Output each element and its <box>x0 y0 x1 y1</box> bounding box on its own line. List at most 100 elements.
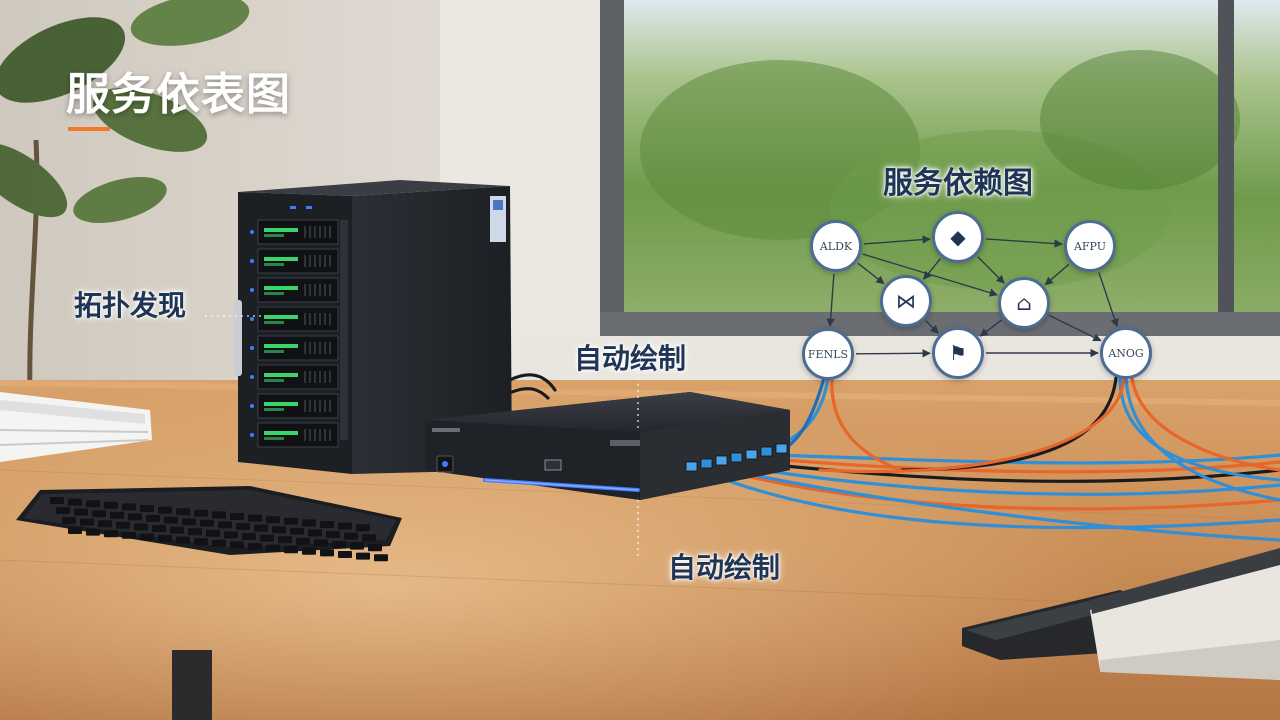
switch-port <box>715 455 728 466</box>
drive-bay <box>250 422 339 448</box>
keyboard-key <box>230 541 244 549</box>
keyboard-key <box>128 513 142 521</box>
dependency-graph-title: 服务依赖图 <box>883 166 1033 201</box>
network-cable <box>698 468 1280 530</box>
switch-port <box>760 446 773 457</box>
keyboard-key <box>182 518 196 526</box>
drive-bay <box>250 335 339 361</box>
network-cable <box>773 453 1280 465</box>
network-cables <box>508 373 1280 542</box>
network-cable <box>1124 376 1280 502</box>
keyboard-key <box>326 531 340 538</box>
keyboard-key <box>86 500 100 508</box>
switch-port <box>700 458 713 469</box>
book <box>1090 548 1280 680</box>
keyboard-key <box>158 506 172 514</box>
switch-port <box>775 443 788 454</box>
keyboard-key <box>374 554 388 562</box>
keyboard-key <box>320 521 334 528</box>
keyboard-key <box>74 508 88 516</box>
keyboard-key <box>302 519 316 527</box>
keyboard-key <box>68 527 82 534</box>
keyboard-key <box>140 533 154 541</box>
flag-icon: ⚑ <box>949 341 967 365</box>
graph-node-fenls: FENLS <box>802 328 854 380</box>
keyboard-key <box>266 516 280 524</box>
graph-node-anog: ANOG <box>1100 327 1152 379</box>
keyboard-key <box>314 539 328 547</box>
network-cable <box>818 376 1126 474</box>
drive-bay <box>250 393 339 419</box>
keyboard-key <box>290 527 304 535</box>
keyboard-key <box>176 536 190 544</box>
keyboard-key <box>146 515 160 522</box>
callout-auto-draw-lower: 自动绘制 <box>668 551 781 584</box>
switch-port <box>730 452 743 463</box>
drive-bay <box>250 277 339 303</box>
keyboard-key <box>248 514 262 522</box>
keyboard-key <box>104 501 118 509</box>
graph-edge <box>826 273 835 327</box>
keyboard-key <box>212 511 226 519</box>
keyboard-key <box>362 534 376 542</box>
keyboard-key <box>278 536 292 544</box>
paper-stack <box>0 392 152 462</box>
keyboard-key <box>338 551 352 558</box>
keyboard-key <box>122 531 136 539</box>
keyboard-key <box>188 528 202 536</box>
slide-title: 服务依表图 <box>66 69 291 120</box>
graph-edge <box>1048 314 1102 342</box>
keyboard-keys <box>50 497 388 562</box>
keyboard-key <box>254 524 268 532</box>
graph-node-pin: ◆ <box>932 211 984 263</box>
keyboard-key <box>200 519 214 527</box>
keyboard-key <box>272 526 286 534</box>
keyboard-key <box>164 516 178 524</box>
keyboard-key <box>230 513 244 520</box>
keyboard-key <box>368 544 382 552</box>
keyboard-key <box>284 546 298 554</box>
callout-leaders <box>205 315 639 556</box>
network-cable <box>743 460 1280 483</box>
graph-node-label: AFPU <box>1073 239 1107 253</box>
callout-auto-draw-upper: 自动绘制 <box>574 342 687 375</box>
keyboard-key <box>296 537 310 545</box>
drive-bay <box>250 364 339 390</box>
server-top-led <box>306 206 312 209</box>
drive-bay <box>250 219 339 245</box>
keyboard-key <box>350 542 364 550</box>
keyboard-key <box>170 526 184 534</box>
graph-node-aldk: ALDK <box>810 220 862 272</box>
switch-port <box>685 461 698 472</box>
graph-node-bowtie: ⋈ <box>880 275 932 327</box>
keyboard-key <box>320 549 334 557</box>
keyboard-key <box>308 529 322 537</box>
keyboard-key <box>104 530 118 538</box>
network-cable <box>720 466 1280 542</box>
network-cable <box>508 373 557 392</box>
graph-edge <box>985 238 1063 248</box>
keyboard-key <box>218 521 232 529</box>
bank-icon: ⌂ <box>1016 291 1032 315</box>
keyboard-key <box>176 508 190 516</box>
keyboard-key <box>56 507 70 514</box>
keyboard-key <box>116 521 130 529</box>
switch-ports <box>685 443 788 472</box>
server-drive-bays <box>234 206 339 448</box>
keyboard-key <box>110 511 124 519</box>
keyboard-key <box>122 503 136 511</box>
keyboard-key <box>134 523 148 531</box>
keyboard-key <box>68 498 82 506</box>
keyboard-key <box>332 541 346 548</box>
graph-edge <box>979 319 1003 337</box>
keyboard-key <box>248 543 262 550</box>
keyboard-key <box>338 522 352 530</box>
server-top-led <box>290 206 296 209</box>
keyboard-key <box>92 510 106 518</box>
keyboard-key <box>194 509 208 517</box>
keyboard-key <box>206 529 220 537</box>
network-cable <box>830 376 902 472</box>
keyboard-key <box>242 533 256 540</box>
